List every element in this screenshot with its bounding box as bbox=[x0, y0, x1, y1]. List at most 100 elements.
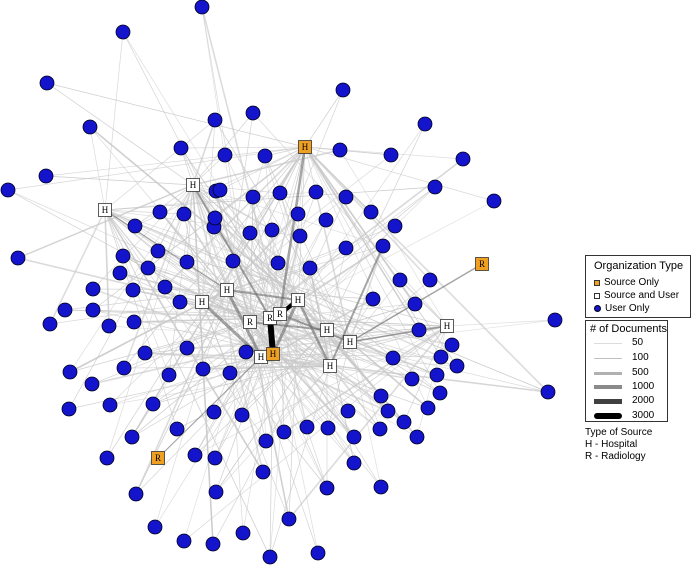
edge bbox=[249, 321, 355, 438]
user-node bbox=[85, 281, 101, 297]
source-user-node: H bbox=[291, 293, 305, 307]
user-node bbox=[115, 24, 131, 40]
svg-text:R: R bbox=[277, 309, 283, 319]
edge bbox=[403, 325, 448, 423]
user-node bbox=[385, 350, 401, 366]
user-node bbox=[422, 272, 438, 288]
edge bbox=[269, 353, 274, 558]
user-node bbox=[332, 142, 348, 158]
user-node bbox=[432, 385, 448, 401]
user-node bbox=[145, 396, 161, 412]
edge bbox=[46, 82, 306, 148]
edge bbox=[219, 146, 306, 191]
user-node bbox=[486, 193, 502, 209]
user-node bbox=[208, 484, 224, 500]
user-node bbox=[195, 361, 211, 377]
edge bbox=[131, 289, 228, 438]
edge bbox=[326, 247, 347, 331]
user-node bbox=[338, 240, 354, 256]
user-node bbox=[207, 210, 223, 226]
user-node bbox=[264, 222, 280, 238]
legend-source-only: Source Only bbox=[594, 277, 659, 288]
edge bbox=[106, 184, 194, 459]
svg-text:R: R bbox=[479, 259, 485, 269]
edge bbox=[134, 184, 194, 227]
user-node bbox=[372, 421, 388, 437]
edge bbox=[104, 209, 264, 473]
user-node bbox=[157, 279, 173, 295]
user-node bbox=[365, 291, 381, 307]
source-user-node: H bbox=[343, 335, 357, 349]
user-only-swatch bbox=[594, 305, 601, 312]
user-node bbox=[335, 82, 351, 98]
svg-text:H: H bbox=[327, 361, 334, 371]
user-node bbox=[258, 433, 274, 449]
edge bbox=[186, 184, 194, 263]
user-node bbox=[222, 365, 238, 381]
user-node bbox=[172, 294, 188, 310]
edge bbox=[416, 325, 448, 438]
line-50 bbox=[594, 343, 622, 344]
weighted-edge bbox=[104, 209, 228, 291]
edge bbox=[104, 209, 374, 300]
edge bbox=[265, 365, 331, 442]
edge bbox=[201, 189, 221, 303]
edge bbox=[192, 119, 216, 186]
edge bbox=[192, 184, 319, 554]
user-node bbox=[127, 218, 143, 234]
edge bbox=[260, 356, 328, 489]
label-1000: 1000 bbox=[632, 381, 655, 392]
user-node bbox=[39, 75, 55, 91]
edge bbox=[192, 184, 273, 231]
user-node bbox=[84, 376, 100, 392]
user-node bbox=[409, 429, 425, 445]
edge bbox=[279, 192, 328, 331]
edge bbox=[104, 119, 216, 211]
svg-text:H: H bbox=[324, 325, 331, 335]
label-2000: 2000 bbox=[632, 395, 655, 406]
edge bbox=[104, 209, 110, 327]
source-user-node: H bbox=[440, 319, 454, 333]
user-node bbox=[225, 253, 241, 269]
source-user-swatch bbox=[594, 292, 600, 299]
user-node bbox=[290, 206, 306, 222]
user-node bbox=[429, 367, 445, 383]
svg-text:H: H bbox=[444, 321, 451, 331]
label-500: 500 bbox=[632, 367, 649, 378]
source-only-swatch bbox=[594, 279, 600, 286]
user-node bbox=[262, 549, 278, 565]
legend-source-user: Source and User bbox=[594, 290, 679, 301]
svg-text:H: H bbox=[199, 297, 206, 307]
edge bbox=[45, 175, 194, 186]
edge bbox=[249, 321, 355, 464]
weighted-edge bbox=[296, 299, 332, 367]
edge bbox=[154, 289, 228, 528]
user-node bbox=[308, 184, 324, 200]
edge bbox=[260, 356, 549, 393]
edge bbox=[272, 353, 382, 488]
edge bbox=[279, 235, 301, 315]
svg-text:H: H bbox=[190, 180, 197, 190]
source-user-node: H bbox=[186, 178, 200, 192]
user-node bbox=[245, 189, 261, 205]
weighted-edge bbox=[226, 289, 299, 301]
edge bbox=[201, 6, 281, 315]
user-node bbox=[346, 429, 362, 445]
label-100: 100 bbox=[632, 352, 649, 363]
line-500 bbox=[594, 372, 622, 375]
user-node bbox=[257, 148, 273, 164]
edge bbox=[17, 257, 203, 303]
user-node bbox=[82, 119, 98, 135]
user-node bbox=[217, 147, 233, 163]
user-node bbox=[85, 302, 101, 318]
user-node bbox=[115, 248, 131, 264]
user-node bbox=[310, 545, 326, 561]
edge bbox=[269, 219, 327, 319]
user-node bbox=[62, 364, 78, 380]
source-user-node: H bbox=[220, 283, 234, 297]
user-node bbox=[433, 349, 449, 365]
user-node bbox=[540, 384, 556, 400]
user-node bbox=[375, 238, 391, 254]
